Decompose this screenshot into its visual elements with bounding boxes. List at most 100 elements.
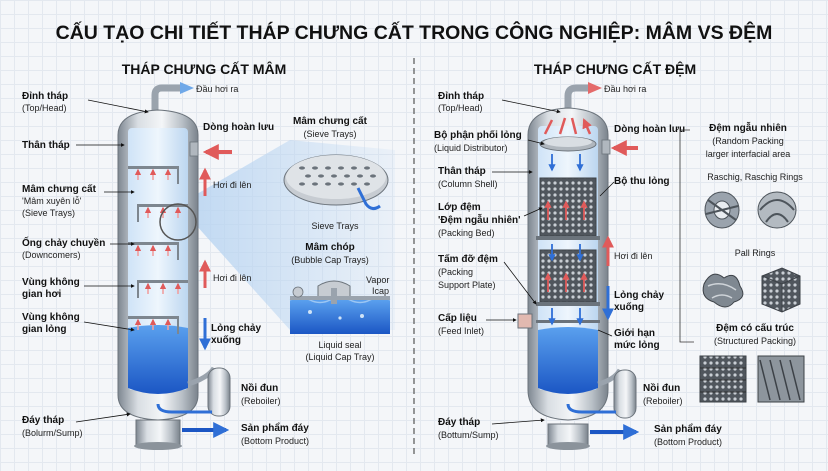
right-bottom-label: Đáy tháp: [438, 417, 480, 428]
raschig-label: Raschig, Raschig Rings: [707, 172, 803, 182]
right-heading: THÁP CHƯNG CẤT ĐỆM: [534, 60, 696, 77]
bubble-cap-label: Icap: [372, 286, 389, 296]
right-reboiler-label: Nồi đun: [643, 382, 680, 394]
sieve-tray: [138, 280, 188, 283]
right-vapor-out-label: Đầu hơi ra: [604, 84, 646, 94]
left-liquid-pool: [128, 325, 188, 394]
sieve-hole: [364, 166, 370, 170]
tray-column: [117, 109, 199, 450]
sieve-hole: [312, 182, 318, 186]
right-collector-label: Bộ thu lỏng: [614, 176, 670, 187]
sieve-hole: [351, 182, 357, 186]
right-bottom-product-label: Sản phẩm đáy: [654, 423, 722, 435]
left-heading: THÁP CHƯNG CẤT MÂM: [122, 60, 287, 77]
bubble-cap-detail: Mâm chóp (Bubble Cap Trays) Vapor Icap L…: [289, 242, 391, 362]
left-reboiler-sub: (Reboiler): [241, 396, 281, 406]
sieve-hole: [364, 182, 370, 186]
right-distributor-label: Bộ phận phối lỏng: [434, 129, 522, 141]
sieve-hole: [357, 174, 363, 178]
right-bed-label-2: 'Đệm ngẫu nhiên': [438, 213, 521, 226]
bubble-seal-label-1: Liquid seal: [318, 340, 361, 350]
structured-packing-label: Đệm có cấu trúc: [716, 322, 794, 334]
right-support-label-1: Tấm đỡ đệm: [438, 253, 498, 265]
raschig-ring-icon-2: [757, 191, 797, 229]
left-trays-label-2: 'Mâm xuyên lỗ': [22, 196, 82, 206]
pall-rings-label: Pall Rings: [735, 248, 776, 258]
right-reboiler-sub: (Reboiler): [643, 396, 683, 406]
pall-ring-icon: [702, 273, 744, 308]
right-vapor-out-arrow: [588, 82, 602, 94]
right-flows: [544, 154, 588, 326]
right-distributor-sub: (Liquid Distributor): [434, 143, 508, 153]
left-liquid-space-label-1: Vùng không: [22, 312, 80, 323]
random-packing-sub-2: larger interfacial area: [706, 149, 791, 159]
sieve-tray-detail: Mâm chưng cất (Sieve Trays) Sieve Trays: [283, 115, 389, 231]
sieve-hole: [325, 166, 331, 170]
sieve-hole: [318, 174, 324, 178]
bubble-vapor-label: Vapor: [366, 275, 389, 285]
pall-cube-icon: [761, 267, 801, 313]
right-liquid-down-label-1: Lỏng chảy: [614, 290, 664, 301]
right-reflux-nozzle: [601, 139, 611, 155]
feed-nozzle: [517, 313, 533, 329]
right-feed-sub: (Feed Inlet): [438, 326, 484, 336]
bubble-detail-sub: (Bubble Cap Trays): [291, 255, 369, 265]
right-reboiler: [566, 368, 637, 419]
sieve-hole: [344, 174, 350, 178]
raschig-ring-icon: [704, 191, 740, 229]
left-reflux-nozzle: [189, 141, 199, 157]
right-support-label-3: Support Plate): [438, 280, 496, 290]
bubble-seal-label-2: (Liquid Cap Tray): [305, 352, 374, 362]
right-shell-sub: (Column Shell): [438, 179, 498, 189]
left-liquid-space-label-2: gian lỏng: [22, 324, 66, 335]
left-vapor-space-label-1: Vùng không: [22, 277, 80, 288]
right-top-label: Đỉnh tháp: [438, 91, 484, 102]
right-reflux-label: Dòng hoàn lưu: [614, 124, 685, 135]
packing-types-panel: Đệm ngẫu nhiên (Random Packing larger in…: [679, 121, 805, 403]
left-vapor-out-label: Đầu hơi ra: [196, 84, 238, 94]
left-bottom-product-sub: (Bottom Product): [241, 436, 309, 446]
right-level-label-1: Giới hạn: [614, 328, 655, 339]
bubble-detail-label: Mâm chóp: [305, 242, 354, 253]
sieve-hole: [312, 166, 318, 170]
left-trays: [128, 166, 188, 334]
left-trays-label-1: Mâm chưng cất: [22, 183, 97, 195]
sieve-hole: [325, 182, 331, 186]
sieve-tray: [138, 204, 188, 207]
left-bottom-sub: (Bolurm/Sump): [22, 428, 83, 438]
left-vapor-space-label-2: gian hơi: [22, 289, 62, 300]
left-downcomer-label: Ống chảy chuyền: [22, 235, 105, 249]
left-downcomer-sub: (Downcomers): [22, 250, 81, 260]
sieve-tray: [128, 242, 178, 245]
right-top-sub: (Top/Head): [438, 103, 483, 113]
right-callouts: Đỉnh tháp (Top/Head) Bộ phận phối lỏng (…: [434, 91, 561, 440]
sieve-hole: [370, 174, 376, 178]
sieve-hole: [338, 182, 344, 186]
right-bed-label-3: (Packing Bed): [438, 228, 495, 238]
packed-column: [527, 107, 609, 450]
left-bottom-label: Đáy tháp: [22, 415, 64, 426]
sieve-tray: [128, 166, 178, 169]
left-liquid-down-label-2: xuống: [211, 334, 241, 346]
sieve-detail-sub: (Sieve Trays): [303, 129, 356, 139]
structured-block-icon: [699, 355, 747, 403]
structured-corrugated-icon: [757, 355, 805, 403]
left-liquid-down-label-1: Lỏng chảy: [211, 323, 261, 334]
right-feed-label: Cấp liệu: [438, 312, 477, 324]
right-shell-label: Thân tháp: [438, 166, 486, 177]
structured-packing-sub: (Structured Packing): [714, 336, 796, 346]
right-top-pipe: [564, 84, 590, 112]
left-bottom-product-label: Sản phẩm đáy: [241, 422, 309, 434]
left-vapor-up-label-1: Hơi đi lên: [213, 180, 251, 190]
left-top-label: Đỉnh tháp: [22, 91, 68, 102]
sieve-hole: [351, 166, 357, 170]
page-title: CẤU TẠO CHI TIẾT THÁP CHƯNG CẤT TRONG CÔ…: [56, 20, 773, 44]
right-bottom-product-sub: (Bottom Product): [654, 437, 722, 447]
top-pipe: [151, 84, 182, 112]
vapor-out-arrow: [180, 82, 194, 94]
collector-leader: [599, 181, 615, 197]
level-leader: [597, 329, 613, 337]
left-reflux-label: Dòng hoàn lưu: [203, 122, 274, 133]
left-top-sub: (Top/Head): [22, 103, 67, 113]
